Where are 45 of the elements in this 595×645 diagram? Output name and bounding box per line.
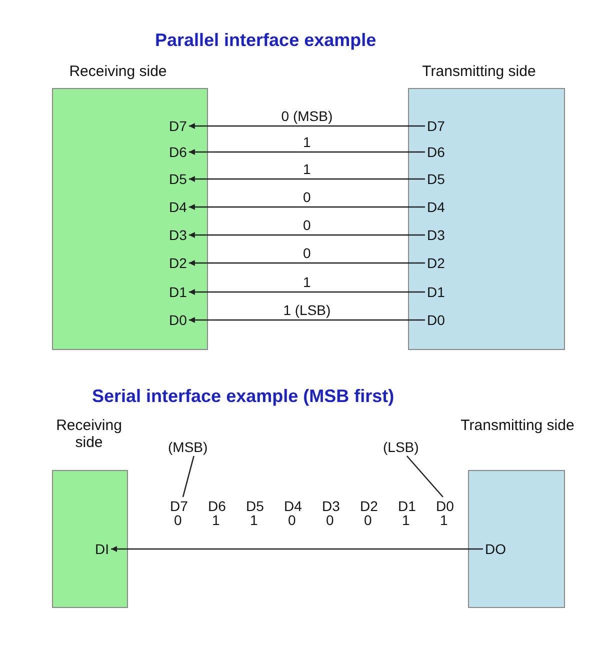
section-title: Parallel interface example	[155, 30, 376, 51]
pin-label: D4	[169, 198, 187, 216]
bit-note: (LSB)	[383, 438, 419, 456]
edge-label: 1 (LSB)	[281, 303, 333, 318]
pin-label: DO	[485, 540, 506, 558]
pin-label: D5	[169, 170, 187, 188]
pin-label: D4	[427, 198, 445, 216]
edge-label: 0 (MSB)	[279, 109, 335, 124]
arrow	[188, 232, 425, 238]
arrow	[188, 149, 425, 155]
edge-label: 1	[301, 162, 313, 177]
pin-label: D2	[427, 254, 445, 272]
pin-label: D0	[427, 311, 445, 329]
edge-label: 0	[301, 190, 313, 205]
edge-label: 0	[301, 218, 313, 233]
arrow	[111, 546, 483, 552]
section-title: Serial interface example (MSB first)	[92, 386, 394, 407]
arrow	[188, 123, 425, 129]
pin-label: D1	[427, 283, 445, 301]
pin-label: D6	[169, 143, 187, 161]
arrow	[188, 289, 425, 295]
edge-label: 1	[301, 135, 313, 150]
arrow	[188, 176, 425, 182]
pin-label: D7	[169, 117, 187, 135]
side-heading: Transmitting side	[460, 417, 576, 434]
arrow	[188, 204, 425, 210]
pin-label: D5	[427, 170, 445, 188]
leader-line	[406, 456, 444, 498]
arrow	[188, 317, 425, 323]
leader-line	[182, 456, 194, 498]
pin-label: D3	[169, 226, 187, 244]
side-heading: Receiving side	[68, 63, 168, 80]
pin-label: D3	[427, 226, 445, 244]
pin-label: D1	[169, 283, 187, 301]
pin-label: DI	[95, 540, 109, 558]
side-heading: Receiving side	[55, 417, 123, 451]
pin-label: D6	[427, 143, 445, 161]
pin-label: D2	[169, 254, 187, 272]
edge-label: 1	[301, 275, 313, 290]
pin-label: D7	[427, 117, 445, 135]
edge-label: 0	[301, 246, 313, 261]
side-heading: Transmitting side	[421, 63, 537, 80]
arrow	[188, 260, 425, 266]
bit-note: (MSB)	[168, 438, 208, 456]
pin-label: D0	[169, 311, 187, 329]
